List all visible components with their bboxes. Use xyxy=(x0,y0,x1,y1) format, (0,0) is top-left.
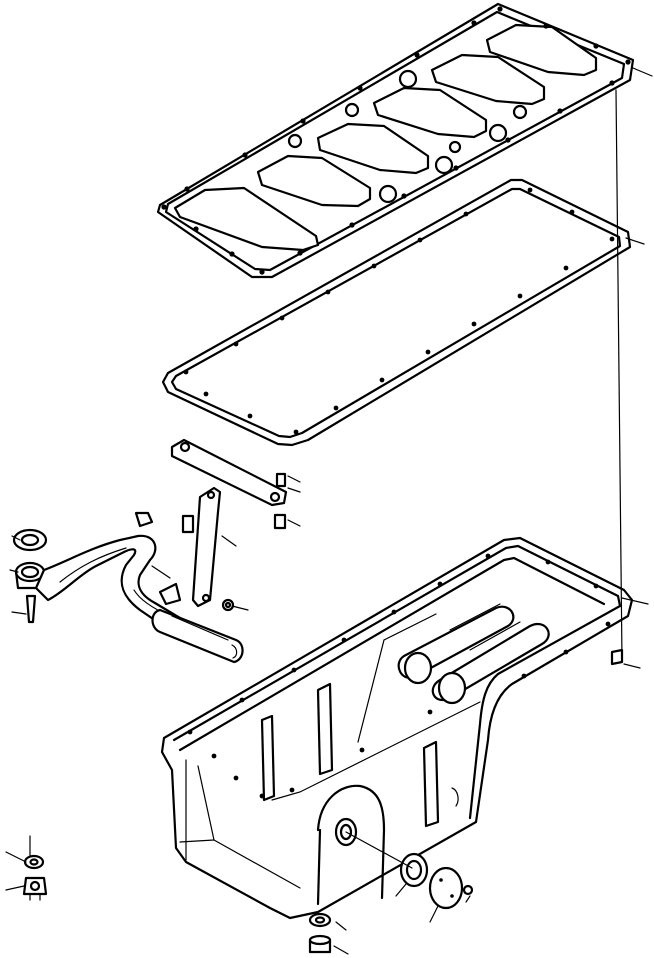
suction-pipe xyxy=(12,528,244,664)
leader-lines xyxy=(5,67,653,955)
bracket-bar xyxy=(170,438,288,608)
upper-gasket-plate xyxy=(156,2,635,279)
drain-plug xyxy=(22,854,332,954)
oil-pan xyxy=(160,536,634,920)
pan-gasket xyxy=(161,178,632,447)
cover-plate xyxy=(399,852,464,910)
fasteners xyxy=(25,472,624,896)
